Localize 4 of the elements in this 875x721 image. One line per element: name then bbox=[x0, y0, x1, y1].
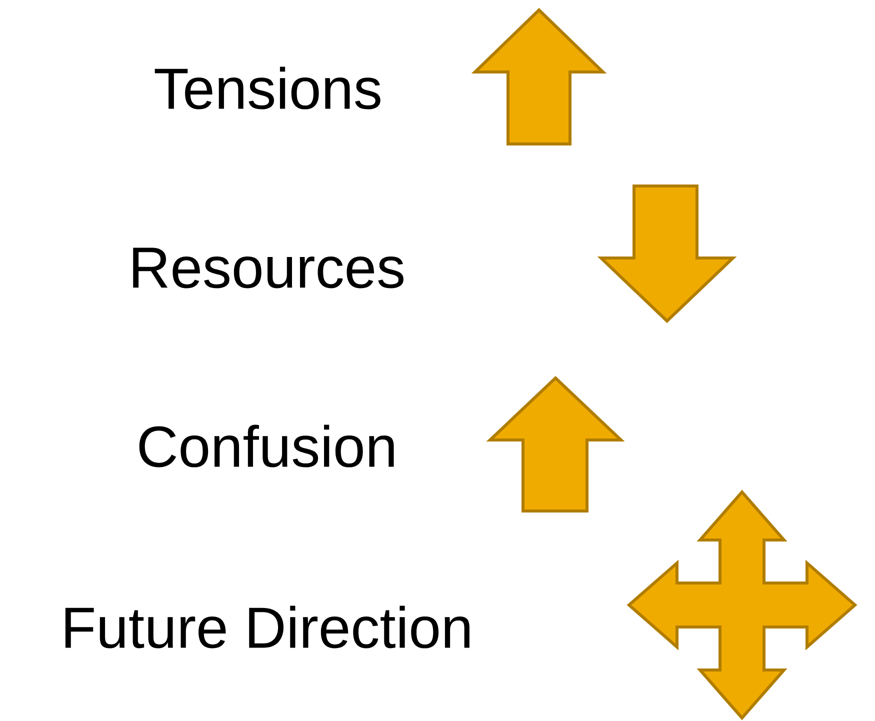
label: Resources bbox=[133, 248, 404, 288]
label: Tensions bbox=[154, 66, 380, 110]
label: Future Direction bbox=[65, 606, 470, 648]
label: Confusion bbox=[139, 424, 394, 468]
